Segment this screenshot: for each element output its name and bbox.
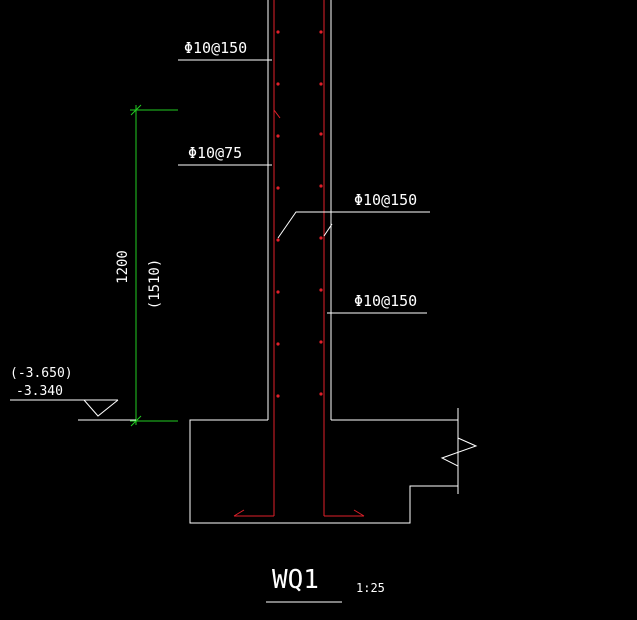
leader-lines [178, 59, 430, 314]
horizontal-rebar-dots-left [276, 30, 280, 398]
vertical-rebar-right [323, 0, 365, 517]
dimension-line [130, 104, 178, 427]
tie-bar [273, 109, 281, 119]
vertical-rebar-left [233, 0, 275, 517]
elevation-alt-value: (-3.650) [10, 366, 73, 381]
footing-outline [189, 408, 478, 524]
drawing-title: WQ1 [272, 565, 319, 595]
rebar-label-top-left: Φ10@150 [184, 39, 247, 57]
rebar-label-mid-right: Φ10@150 [354, 191, 417, 209]
drawing-scale: 1:25 [356, 581, 385, 595]
elevation-marker [10, 399, 136, 421]
horizontal-rebar-dots-right [319, 30, 323, 396]
wall-outline [267, 0, 332, 420]
dimension-value: 1200 [115, 250, 131, 284]
elevation-value: -3.340 [16, 384, 63, 399]
rebar-label-mid-left: Φ10@75 [188, 144, 242, 162]
rebar-label-lower-right: Φ10@150 [354, 292, 417, 310]
dimension-alt-value: (1510) [147, 259, 163, 310]
